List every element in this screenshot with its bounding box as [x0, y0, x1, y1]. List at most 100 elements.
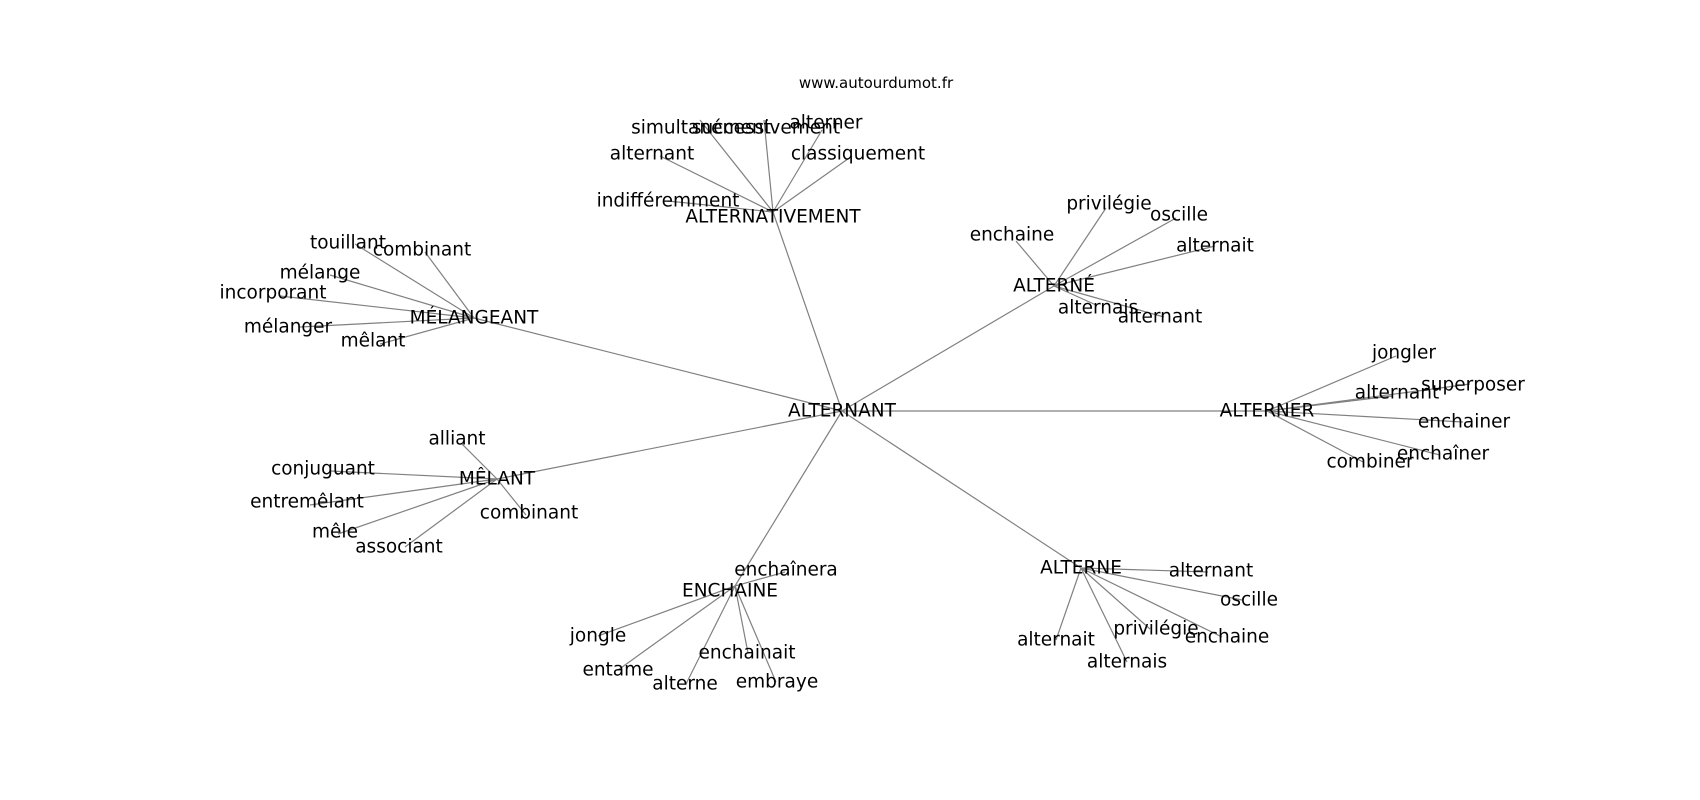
leaf-node: superposer — [1421, 375, 1525, 396]
edges-layer — [279, 119, 1471, 685]
edge-hub-to-leaf — [685, 585, 736, 685]
edge-hub-to-leaf — [1053, 285, 1097, 306]
edge-hub-to-leaf — [329, 274, 475, 319]
leaf-node: entame — [582, 660, 653, 681]
edge-hub-to-leaf — [1266, 355, 1397, 412]
edge-center-to-hub — [496, 410, 843, 480]
leaf-node: entremêlant — [250, 492, 364, 513]
edge-hub-to-leaf — [404, 478, 498, 548]
edge-center-to-hub — [734, 410, 843, 587]
leaf-node: touillant — [310, 233, 386, 254]
leaf-node: jongler — [1371, 343, 1436, 364]
leaf-node: mélange — [280, 263, 361, 284]
edge-hub-to-leaf — [1053, 207, 1107, 287]
leaf-node: mêle — [312, 522, 358, 543]
leaf-node: alternait — [1017, 630, 1095, 651]
leaf-node: alterne — [652, 674, 718, 695]
edge-hub-to-leaf — [1015, 240, 1055, 287]
leaf-node: enchainait — [699, 643, 796, 664]
leaf-node: enchaine — [1185, 627, 1270, 648]
edge-hub-to-leaf — [279, 295, 475, 319]
leaf-node: enchaînera — [734, 560, 838, 581]
leaf-node: combinant — [480, 503, 578, 524]
edge-hub-to-leaf — [734, 571, 786, 587]
edge-center-to-hub — [772, 211, 843, 412]
edge-hub-to-leaf — [772, 155, 853, 213]
hub-node: MÉLANGEANT — [410, 307, 539, 329]
leaf-node: alternant — [1355, 383, 1439, 404]
leaf-node: privilégie — [1113, 619, 1198, 640]
leaf-node: enchaîner — [1397, 444, 1490, 465]
source-url: www.autourdumot.fr — [799, 74, 954, 92]
edge-hub-to-leaf — [1053, 245, 1216, 287]
leaf-node: successivement — [692, 118, 840, 139]
edge-hub-to-leaf — [763, 119, 774, 213]
leaf-node: alliant — [428, 429, 485, 450]
edge-hub-to-leaf — [496, 478, 527, 516]
leaf-node: alternant — [1169, 561, 1253, 582]
leaf-node: associant — [355, 537, 443, 558]
leaf-node: privilégie — [1066, 194, 1151, 215]
edge-hub-to-leaf — [1080, 567, 1243, 601]
edge-hub-to-leaf — [1053, 217, 1177, 287]
edge-hub-to-leaf — [379, 317, 475, 345]
edge-center-to-hub — [841, 285, 1055, 412]
leaf-node: incorporant — [220, 283, 327, 304]
edge-hub-to-leaf — [354, 243, 475, 319]
edge-hub-to-leaf — [667, 200, 774, 213]
leaf-node: alterner — [789, 113, 862, 134]
edge-hub-to-leaf — [1266, 410, 1441, 456]
edge-center-to-hub — [473, 317, 843, 412]
edge-hub-to-leaf — [309, 478, 498, 506]
leaf-node: jongle — [569, 626, 626, 647]
edge-hub-to-leaf — [597, 585, 736, 637]
edge-hub-to-leaf — [617, 585, 736, 671]
leaf-node: oscille — [1150, 205, 1208, 226]
leaf-node: combinant — [373, 240, 471, 261]
edge-hub-to-leaf — [734, 585, 749, 654]
edge-hub-to-leaf — [1080, 567, 1223, 638]
leaf-node: oscille — [1220, 590, 1278, 611]
labels-layer: ALTERNANT ALTERNATIVEMENT simultanémentsuc… — [220, 113, 1526, 695]
leaf-node: embraye — [736, 672, 818, 693]
leaf-node: simultanément — [631, 118, 771, 139]
edge-hub-to-leaf — [299, 317, 475, 328]
edge-hub-to-leaf — [772, 129, 823, 213]
leaf-node: combiner — [1326, 452, 1414, 473]
leaf-node: alternant — [1118, 307, 1202, 328]
edge-hub-to-leaf — [1266, 410, 1464, 423]
edge-hub-to-leaf — [699, 119, 774, 213]
hub-node: ALTERNER — [1220, 401, 1315, 422]
edge-center-to-hub — [841, 410, 1082, 569]
hub-node: ALTERNATIVEMENT — [685, 207, 861, 228]
leaf-node: enchaine — [970, 225, 1055, 246]
leaf-node: enchainer — [1418, 412, 1511, 433]
leaf-node: alternait — [1176, 236, 1254, 257]
edge-hub-to-leaf — [460, 442, 498, 480]
edge-hub-to-leaf — [329, 470, 498, 480]
edge-hub-to-leaf — [1055, 567, 1082, 641]
center-node: ALTERNANT — [788, 401, 897, 422]
edge-hub-to-leaf — [424, 251, 475, 319]
leaf-node: indifféremment — [597, 191, 740, 212]
leaf-node: mêlant — [341, 331, 406, 352]
edge-hub-to-leaf — [1266, 410, 1364, 463]
hub-node: ENCHAINE — [682, 581, 778, 602]
edge-hub-to-leaf — [1080, 567, 1151, 630]
hub-node: MÊLANT — [459, 468, 536, 490]
leaf-node: conjuguant — [271, 459, 375, 480]
edge-hub-to-leaf — [1080, 567, 1128, 663]
leaf-node: mélanger — [244, 317, 333, 338]
edge-hub-to-leaf — [1266, 383, 1471, 412]
hub-node: ALTERNÉ — [1013, 275, 1095, 297]
edge-hub-to-leaf — [734, 585, 777, 683]
leaf-node: alternant — [610, 144, 694, 165]
edge-hub-to-leaf — [337, 478, 498, 535]
leaf-node: alternais — [1087, 652, 1167, 673]
edge-hub-to-leaf — [1053, 285, 1165, 318]
leaf-node: alternais — [1058, 298, 1138, 319]
edge-hub-to-leaf — [659, 155, 774, 213]
leaf-node: classiquement — [791, 144, 925, 165]
hub-node: ALTERNE — [1040, 558, 1122, 579]
